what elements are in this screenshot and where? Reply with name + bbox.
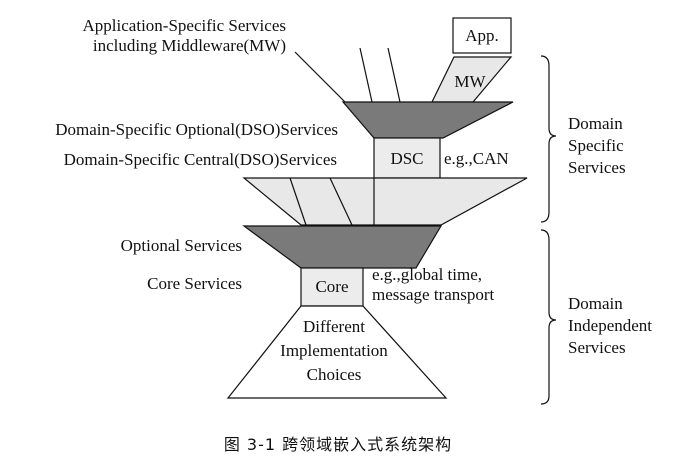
dsc-box-label: DSC <box>390 149 424 168</box>
core-services-label: Core Services <box>147 274 242 293</box>
domain-specific-label-line2: Specific <box>568 136 624 155</box>
dso-central-label: Domain-Specific Central(DSO)Services <box>63 150 337 169</box>
app-box <box>452 17 512 54</box>
optional-services-label: Optional Services <box>120 236 242 255</box>
dsc-box <box>373 137 441 179</box>
domain-specific-label-line3: Services <box>568 158 626 177</box>
implementation-label-line2: Implementation <box>280 341 388 360</box>
dsc-example-label: e.g.,CAN <box>444 149 509 168</box>
implementation-label-line1: Different <box>303 317 365 336</box>
implementation-label: Different Implementation Choices <box>258 317 410 385</box>
domain-independent-label-line3: Services <box>568 338 626 357</box>
implementation-band <box>226 305 448 399</box>
domain-specific-label: Domain Specific Services <box>568 114 626 178</box>
domain-independent-bracket <box>540 229 557 405</box>
app-fan-line-2 <box>359 47 373 103</box>
domain-independent-label-line1: Domain <box>568 294 623 313</box>
implementation-label-line3: Choices <box>306 365 362 384</box>
app-services-label: Application-Specific Services including … <box>8 16 286 56</box>
dso-optional-label: Domain-Specific Optional(DSO)Services <box>55 120 338 139</box>
dso-optional-band <box>341 101 514 139</box>
core-box-label: Core <box>315 277 349 296</box>
domain-specific-label-line1: Domain <box>568 114 623 133</box>
core-example-label: e.g.,global time, message transport <box>372 265 494 305</box>
app-fan-line-1 <box>294 51 346 103</box>
app-services-label-line1: Application-Specific Services <box>82 16 286 35</box>
app-box-label: App. <box>465 26 499 45</box>
domain-independent-label-line2: Independent <box>568 316 653 335</box>
mw-label: MW <box>454 72 486 91</box>
domain-specific-bracket <box>540 55 557 223</box>
domain-independent-label: Domain Independent Services <box>568 294 652 358</box>
core-example-label-line1: e.g.,global time, <box>372 265 483 284</box>
app-fan-line-3 <box>387 47 401 103</box>
figure-caption: 图 3-1 跨领域嵌入式系统架构 <box>223 435 453 454</box>
middle-divider-1 <box>289 177 307 226</box>
middle-light-band <box>242 177 528 226</box>
core-example-label-line2: message transport <box>372 285 495 304</box>
optional-services-band <box>242 225 443 269</box>
app-services-label-line2: including Middleware(MW) <box>92 36 286 55</box>
middle-divider-2 <box>329 177 353 226</box>
